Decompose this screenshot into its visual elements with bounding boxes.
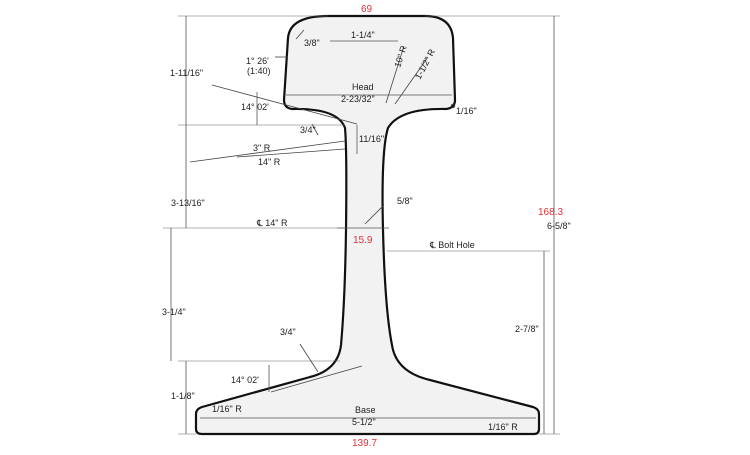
metric-base-width: 139.7	[352, 438, 377, 449]
label-cant-angle: 1° 26'	[246, 56, 269, 66]
label-base-edge-height: 1-1/8"	[171, 391, 195, 401]
label-angle-top: 14° 02'	[241, 102, 269, 112]
label-web-center-r: ℄ 14" R	[256, 218, 288, 228]
radius-10-leader	[385, 45, 405, 104]
label-r14-top: 14" R	[258, 157, 281, 167]
radius-14-top-leader	[236, 148, 346, 158]
label-base-corner-left: 1/16" R	[212, 404, 242, 414]
web-dim-leader	[364, 204, 385, 225]
fillet-top-leader	[311, 123, 319, 136]
label-bolt-height: 2-7/8"	[515, 324, 539, 334]
label-fishing-height: 3-13/16"	[171, 198, 205, 208]
head-fillet-marker	[450, 103, 456, 109]
label-head-height: 1-11/16"	[170, 68, 203, 78]
label-angle-bottom: 14° 02'	[231, 375, 259, 385]
radius-3-leader	[189, 140, 346, 163]
label-head-corner: 3/8"	[304, 38, 320, 48]
label-web-dim: 5/8"	[397, 196, 413, 206]
metric-height: 168.3	[538, 207, 563, 218]
slope-bottom-line	[270, 365, 363, 393]
label-head-dim: 2-23/32"	[341, 94, 375, 104]
label-head: Head	[352, 82, 374, 92]
metric-web-thickness: 15.9	[353, 235, 373, 246]
head-corner-leader	[295, 29, 305, 40]
label-lower-height: 3-1/4"	[162, 307, 186, 317]
rail-outline	[194, 14, 541, 436]
label-base-corner-right: 1/16" R	[488, 422, 518, 432]
label-dim-11-16: 11/16"	[359, 134, 384, 144]
label-r3: 3" R	[253, 143, 271, 153]
label-bolt-hole: ℄ Bolt Hole	[429, 240, 475, 250]
label-fillet-bottom: 3/4"	[280, 327, 296, 337]
label-head-fillet: 1/16"	[456, 106, 477, 116]
label-base: Base	[355, 405, 376, 415]
label-cant-ratio: (1:40)	[247, 66, 271, 76]
label-head-width: 1-1/4"	[351, 30, 375, 40]
metric-head-width: 69	[361, 4, 373, 15]
label-base-dim: 5-1/2"	[352, 417, 376, 427]
fillet-bottom-leader	[299, 343, 319, 373]
label-fillet-top: 3/4"	[300, 125, 316, 135]
slope-top-line	[211, 84, 358, 125]
radius-112-leader	[394, 56, 429, 105]
label-total-height: 6-5/8"	[547, 221, 571, 231]
